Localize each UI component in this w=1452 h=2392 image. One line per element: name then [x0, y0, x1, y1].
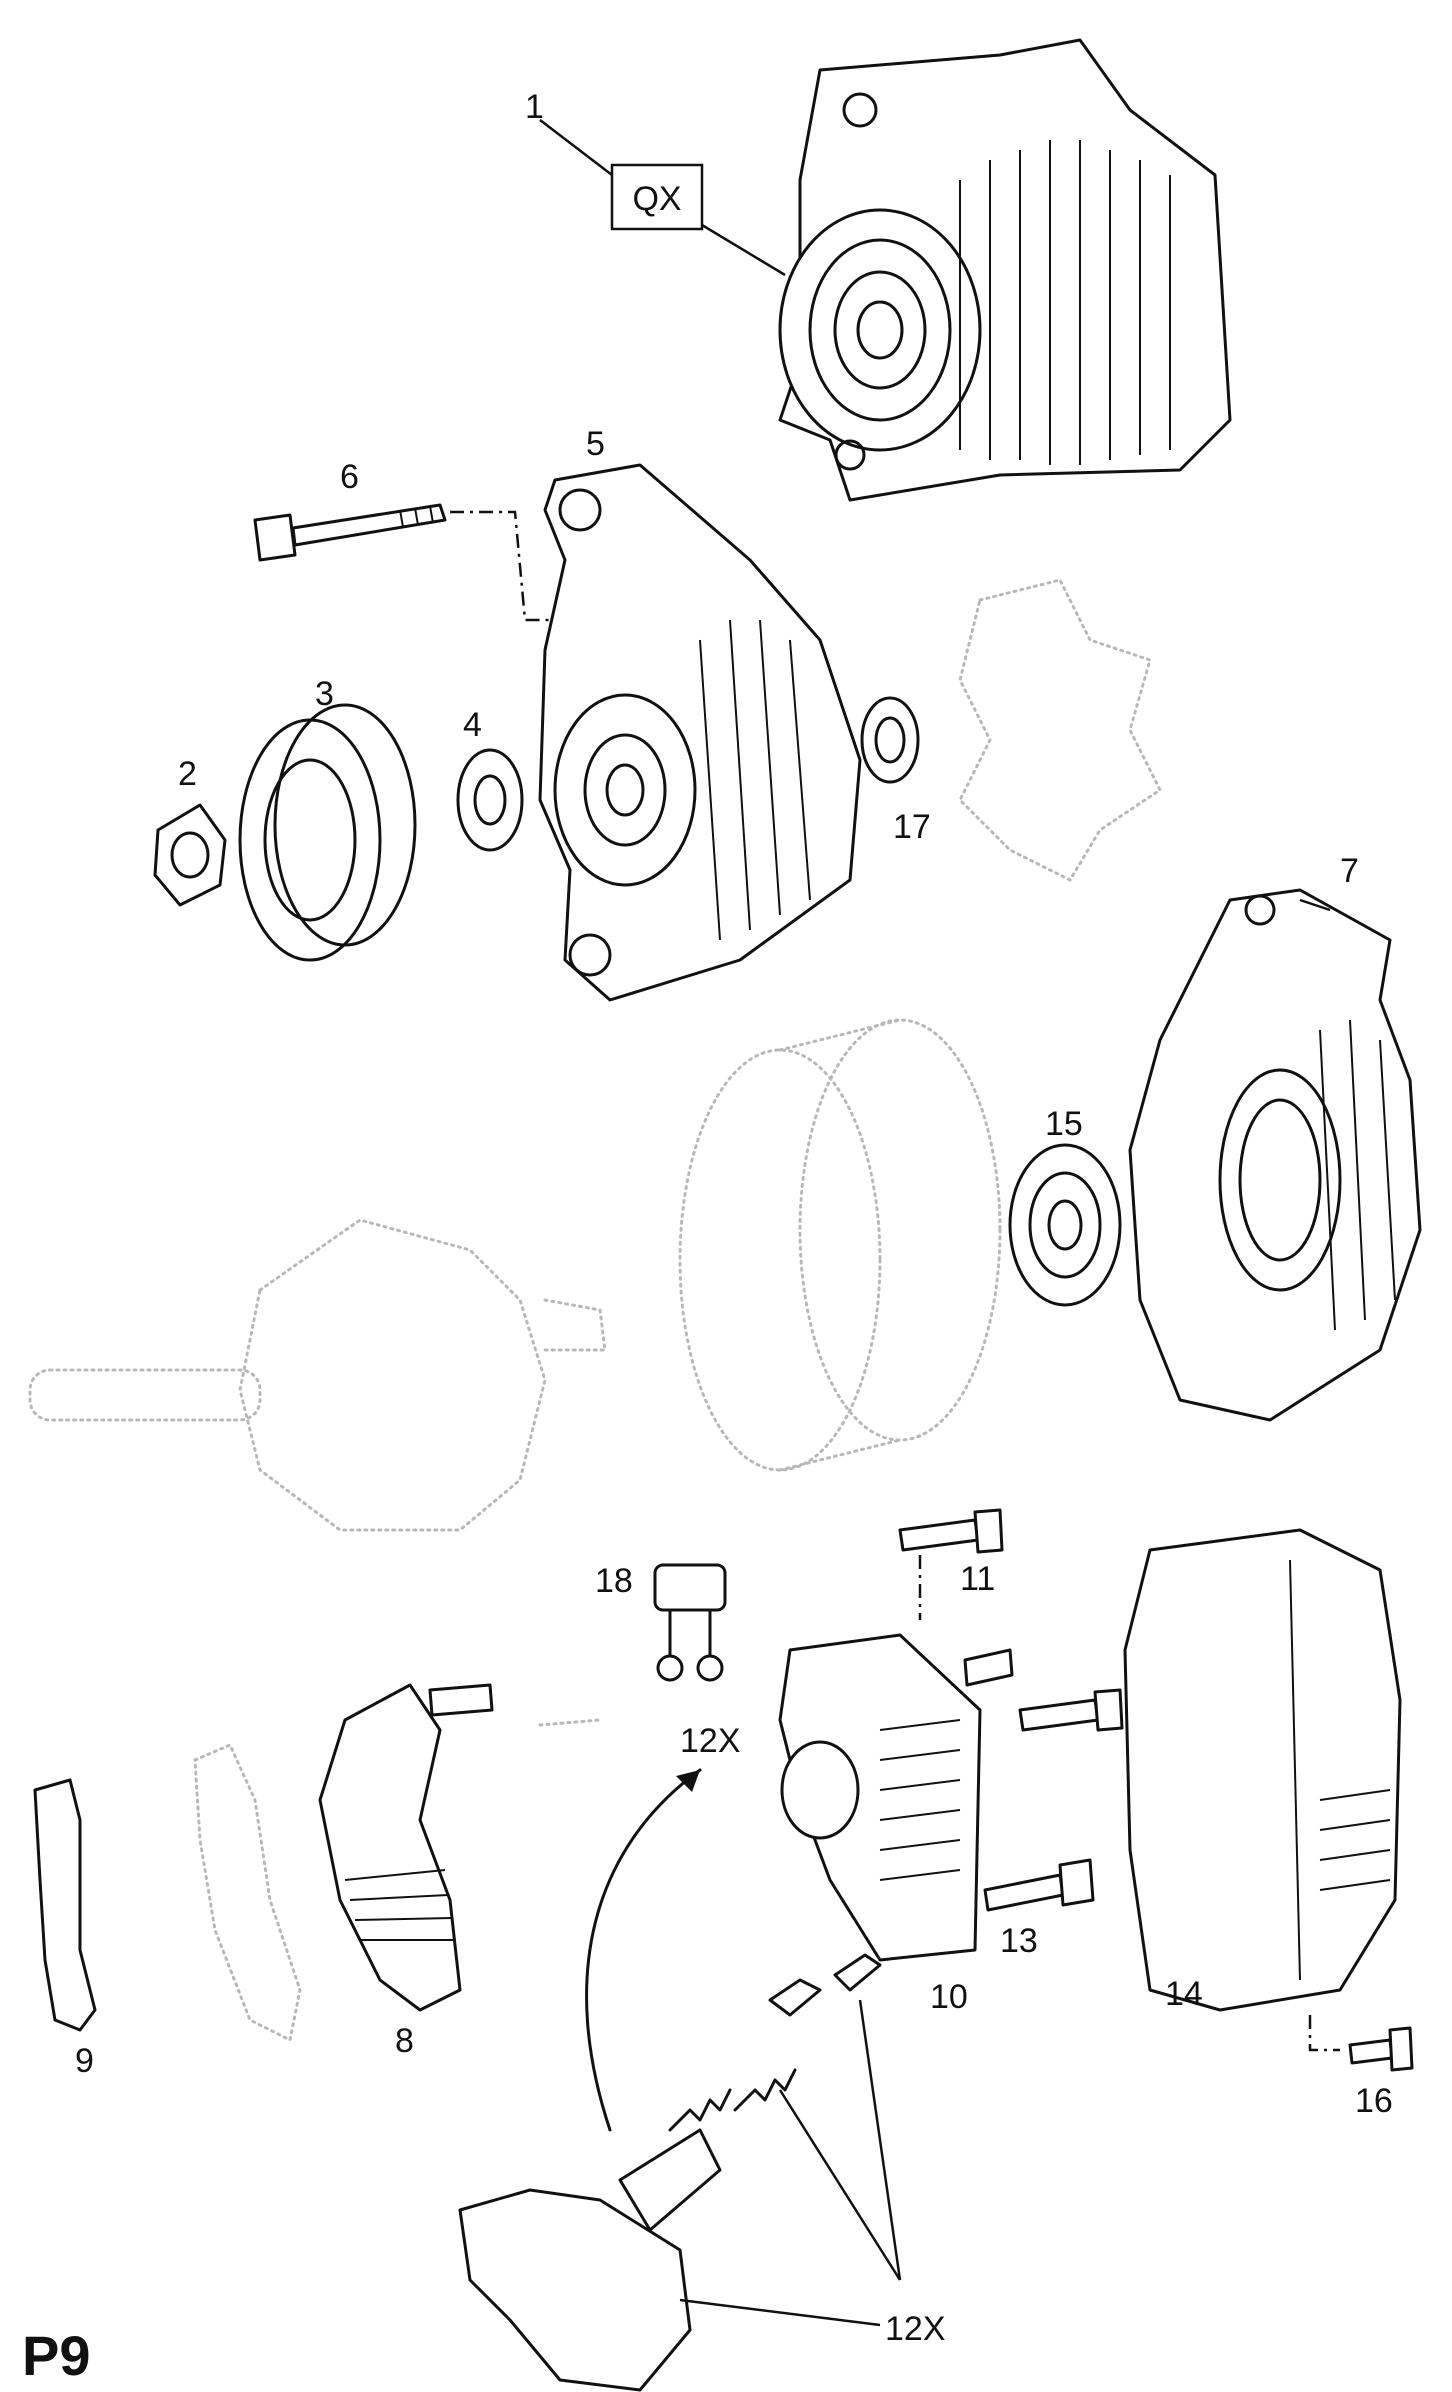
label-part-16: 16 [1355, 2082, 1393, 2120]
assembly-code-box: QX [610, 163, 704, 231]
bolt [253, 503, 447, 562]
spacer-ring [456, 748, 524, 852]
page-code: P9 [22, 2324, 91, 2387]
label-part-5: 5 [586, 425, 605, 463]
label-part-7: 7 [1340, 852, 1359, 890]
label-part-9: 9 [75, 2042, 94, 2080]
label-part-18: 18 [595, 1562, 633, 1600]
label-part-11: 11 [960, 1560, 995, 1598]
label-part-4: 4 [463, 706, 482, 744]
screw-middle [1018, 1688, 1124, 1732]
screw-upper [898, 1508, 1004, 1554]
springs [668, 2068, 797, 2132]
label-part-14: 14 [1165, 1975, 1203, 2013]
label-part-12x-upper: 12X [680, 1722, 741, 1760]
rectifier-regulator [778, 1633, 1014, 1962]
pulley-nut [153, 803, 227, 907]
slip-ring-housing [1128, 888, 1422, 1422]
rear-bearing [1008, 1143, 1122, 1307]
label-part-6: 6 [340, 458, 359, 496]
rotor-ghost [28, 1218, 607, 1532]
screw-lower [983, 1858, 1095, 1912]
brush-holder [458, 2128, 722, 2392]
drive-end-bracket [538, 463, 862, 1002]
pulley [238, 703, 417, 962]
stator-ghost [678, 1018, 1002, 1472]
label-part-8: 8 [395, 2022, 414, 2060]
assembly-code: QX [632, 180, 681, 218]
brushes [768, 1953, 882, 2017]
seal-ring [860, 696, 920, 784]
connector-strip [33, 1778, 97, 2032]
label-part-15: 15 [1045, 1105, 1083, 1143]
label-part-2: 2 [178, 755, 197, 793]
label-part-10: 10 [930, 1978, 968, 2016]
label-part-1: 1 [525, 88, 544, 126]
suppressor-capacitor [653, 1563, 727, 1682]
fan-ghost [958, 578, 1162, 882]
screw-cover [1348, 2026, 1414, 2072]
label-part-17: 17 [893, 808, 931, 846]
rear-cover [1123, 1528, 1402, 2012]
insulator-ghost [193, 1718, 602, 2043]
label-part-3: 3 [315, 675, 334, 713]
label-part-13: 13 [1000, 1922, 1038, 1960]
alternator-assembly [778, 38, 1232, 502]
diode-plate [318, 1683, 494, 2012]
label-part-12x-lower: 12X [885, 2310, 946, 2348]
